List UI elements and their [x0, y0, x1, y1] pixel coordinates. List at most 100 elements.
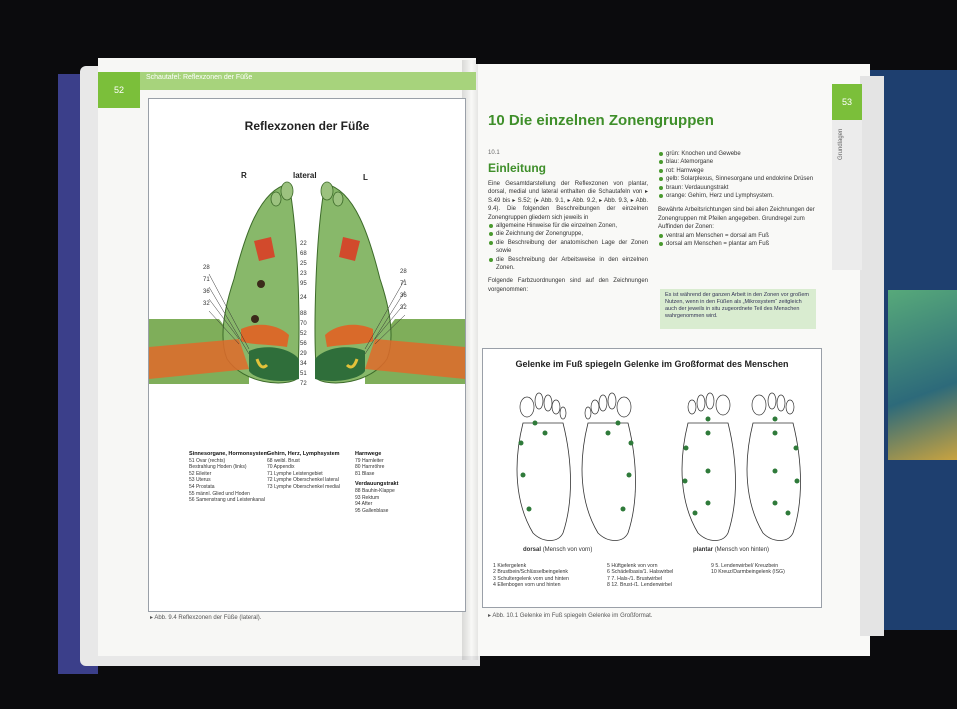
center-number: 29 [300, 351, 307, 357]
dorsal-label: dorsal [523, 547, 542, 553]
plantar-sub: (Mensch von hinten) [714, 547, 770, 553]
center-number: 88 [300, 311, 307, 317]
book-gutter [462, 60, 478, 660]
center-number: 52 [300, 331, 307, 337]
legend-item: 70 Appendix [267, 464, 295, 471]
reflexzonen-figure: Reflexzonen der Füße R lateral L [148, 98, 466, 612]
list-item: ventral am Menschen = dorsal am Fuß [659, 232, 818, 240]
dorsal-label-wrap: dorsal (Mensch von vorn) [523, 547, 592, 553]
plantar-label: plantar [693, 547, 714, 553]
legend-heading: Verdauungstrakt [355, 481, 399, 488]
page-number-right: 53 [832, 84, 862, 120]
right-number: 36 [400, 293, 407, 299]
list-item: braun: Verdauungstrakt [659, 184, 818, 192]
left-number: 28 [203, 265, 210, 271]
chapter-title: 10 Die einzelnen Zonengruppen [488, 112, 714, 129]
list-item: rot: Harnwege [659, 167, 818, 175]
list-item: orange: Gehirn, Herz und Lymphsystem. [659, 192, 818, 200]
list-item: die Zeichnung der Zonengruppe, [489, 230, 648, 238]
legend-col-1: 1 Kiefergelenk 2 Brustbein/Schlüsselbein… [493, 563, 569, 589]
legend-item: 7 7. Hals-/1. Brustwirbel [607, 575, 663, 582]
legend-item: 79 Harnleiter [355, 457, 384, 464]
legend-item: 2 Brustbein/Schlüsselbeingelenk [493, 569, 568, 576]
body-right-column: grün: Knochen und Gewebe blau: Atemorgan… [658, 150, 818, 248]
feet-illustration [149, 181, 465, 384]
center-number: 51 [300, 371, 307, 377]
legend-item: 81 Blase [355, 470, 375, 477]
legend-item: 10 Kreuz/Darmbeingelenk (ISG) [711, 569, 785, 576]
gelenke-figure: Gelenke im Fuß spiegeln Gelenke im Großf… [482, 348, 822, 608]
figure-caption-right: ▸ Abb. 10.1 Gelenke im Fuß spiegeln Gele… [488, 613, 653, 619]
legend-item: 8 12. Brust-/1. Lendenwirbel [607, 582, 672, 589]
center-number: 23 [300, 271, 307, 277]
cover-illustration [888, 290, 957, 460]
legend-item: 6 Schädelbasis/1. Halswirbel [607, 569, 674, 576]
section-title: Einleitung [488, 161, 546, 175]
legend-item: Bestrahlung Hoden (links) [189, 464, 247, 471]
right-number: 28 [400, 269, 407, 275]
legend-col-3: 9 5. Lendenwirbel/ Kreuzbein 10 Kreuz/Da… [711, 563, 785, 576]
center-number: 56 [300, 341, 307, 347]
right-number: 32 [400, 305, 407, 311]
color-list: grün: Knochen und Gewebe blau: Atemorgan… [658, 150, 818, 200]
body-left-column: Eine Gesamtdarstellung der Reflexzonen v… [488, 180, 648, 294]
intro-list: allgemeine Hinweise für die einzelnen Zo… [488, 222, 648, 272]
label-lateral: lateral [293, 171, 317, 180]
side-tab-label: Grundlagen [838, 128, 844, 160]
legend-item: 55 männl. Glied und Hoden [189, 490, 250, 497]
legend-sinnesorgane: Sinnesorgane, Hormonsystem 51 Ovar (rech… [189, 451, 268, 504]
legend-item: 68 weibl. Brust [267, 457, 300, 464]
center-number: 68 [300, 251, 307, 257]
list-item: gelb: Solarplexus, Sinnesorgane und endo… [659, 175, 818, 183]
left-number: 32 [203, 301, 210, 307]
plantar-label-wrap: plantar (Mensch von hinten) [693, 547, 769, 553]
center-number: 22 [300, 241, 307, 247]
legend-item: 56 Samenstrang und Leistenkanal [189, 497, 265, 504]
book-cover-right [870, 70, 957, 630]
note-box: Es ist während der ganzen Arbeit in den … [660, 289, 816, 329]
legend-item: 80 Harnröhre [355, 464, 385, 471]
intro-paragraph: Eine Gesamtdarstellung der Reflexzonen v… [488, 181, 648, 221]
left-number: 36 [203, 289, 210, 295]
legend-item: 73 Lymphe Oberschenkel medial [267, 483, 340, 490]
right-number: 71 [400, 281, 407, 287]
legend-item: 71 Lymphe Leistengebiet [267, 470, 323, 477]
page-stack-right [860, 76, 884, 636]
legend-item: 3 Schultergelenk vorn und hinten [493, 575, 569, 582]
figure-title: Reflexzonen der Füße [244, 119, 370, 133]
legend-item: 88 Bauhin-Klappe [355, 487, 395, 494]
feet-outline-illustration [516, 392, 801, 541]
legend-item: 53 Uterus [189, 477, 211, 484]
center-number: 34 [300, 361, 307, 367]
running-head: Schautafel: Reflexzonen der Füße [146, 74, 253, 81]
label-r: R [241, 171, 247, 180]
list-item: dorsal am Menschen = plantar am Fuß [659, 240, 818, 248]
legend-item: 95 Gallenblase [355, 507, 389, 514]
legend-heading: Gehirn, Herz, Lymphsystem [267, 451, 340, 457]
legend-item: 51 Ovar (rechts) [189, 457, 226, 464]
legend-item: 54 Prostata [189, 483, 215, 490]
legend-item: 9 5. Lendenwirbel/ Kreuzbein [711, 563, 779, 569]
legend-col-2: 5 Hüftgelenk von vorn 6 Schädelbasis/1. … [607, 563, 673, 589]
arbeits-paragraph: Bewährte Arbeitsrichtungen sind bei alle… [658, 207, 815, 231]
list-item: die Beschreibung der Arbeitsweise in den… [489, 256, 648, 272]
list-item: grün: Knochen und Gewebe [659, 150, 818, 158]
center-number: 24 [300, 295, 307, 301]
figure-title-right: Gelenke im Fuß spiegeln Gelenke im Großf… [515, 359, 789, 369]
center-number: 25 [300, 261, 307, 267]
list-item: allgemeine Hinweise für die einzelnen Zo… [489, 222, 648, 230]
list-item: die Beschreibung der anatomischen Lage d… [489, 239, 648, 255]
legend-heading: Harnwege [355, 451, 382, 457]
running-head-bar [140, 72, 476, 90]
arbeits-list: ventral am Menschen = dorsal am Fuß dors… [658, 232, 818, 249]
legend-item: 94 After [355, 501, 373, 508]
legend-item: 93 Rektum [355, 494, 380, 501]
dorsal-sub: (Mensch von vorn) [542, 547, 593, 553]
legend-item: 72 Lymphe Oberschenkel lateral [267, 477, 339, 484]
list-item: blau: Atemorgane [659, 158, 818, 166]
figure-caption-left: ▸ Abb. 9.4 Reflexzonen der Füße (lateral… [150, 615, 262, 621]
center-number: 70 [300, 321, 307, 327]
page-number-left: 52 [98, 72, 140, 108]
center-number: 95 [300, 281, 307, 287]
side-tab: Grundlagen [832, 120, 862, 270]
